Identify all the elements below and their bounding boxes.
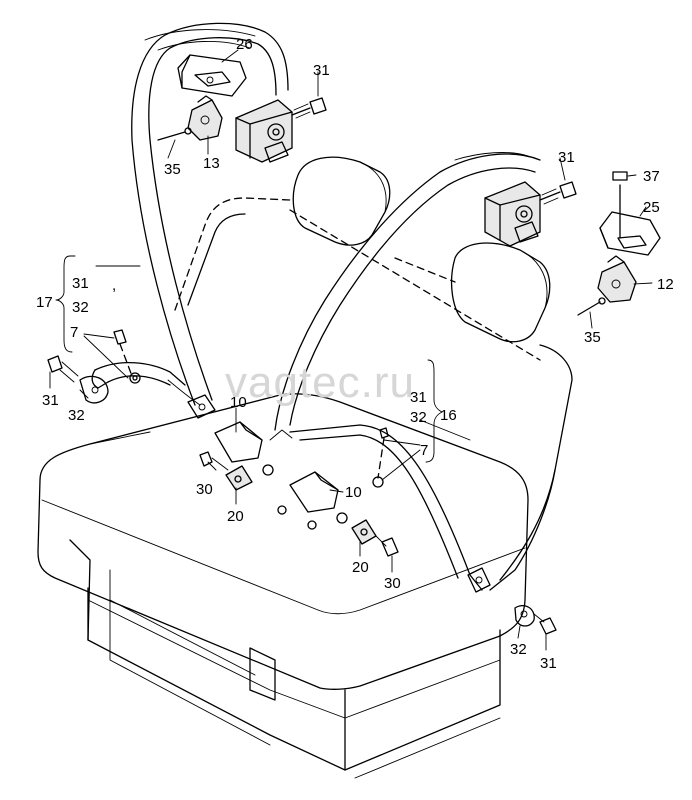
- callout-32-bracket-left: 32: [72, 299, 89, 316]
- left-headrest: [292, 156, 391, 246]
- left-guide-7: [113, 329, 133, 377]
- left-outboard-bracket: [47, 355, 109, 404]
- brace-right-16: [425, 359, 443, 463]
- callout-32-bracket-right: 32: [410, 409, 427, 426]
- seat-cushion: [37, 393, 529, 690]
- callout-17: 17: [36, 294, 53, 311]
- callout-31-top: 31: [313, 62, 330, 79]
- pin-35-left: [157, 127, 192, 141]
- callout-32-bottom: 32: [510, 641, 527, 658]
- callout-7-right: 7: [420, 442, 428, 459]
- left-seat-belt-webbing: [131, 22, 289, 406]
- right-retractor: [484, 181, 541, 247]
- callout-16: 16: [440, 407, 457, 424]
- right-height-adjuster: [597, 255, 637, 303]
- left-buckle: [199, 421, 287, 515]
- callout-26: 26: [236, 36, 253, 53]
- leader-lines: [49, 49, 653, 651]
- bolt-31-mid-right: [539, 181, 577, 205]
- callout-31-bracket-right: 31: [410, 389, 427, 406]
- callout-10-right: 10: [345, 484, 362, 501]
- seat-backrest: [174, 197, 573, 591]
- right-seat-belt-webbing: [269, 152, 541, 591]
- callout-12: 12: [657, 276, 674, 293]
- right-guide-7: [372, 427, 389, 488]
- callout-30-left: 30: [196, 481, 213, 498]
- right-lower-anchor: [467, 567, 557, 635]
- right-headrest: [450, 242, 551, 343]
- left-lower-anchor: [91, 361, 216, 419]
- right-buckle: [289, 471, 399, 557]
- seat-base-frame: [69, 539, 501, 779]
- callout-comma: ,: [112, 277, 116, 294]
- left-height-adjuster: [187, 95, 223, 141]
- bolt-31-top: [291, 97, 327, 119]
- callout-31-mid-right: 31: [558, 149, 575, 166]
- watermark: vagtec.ru: [225, 358, 415, 407]
- left-anchor-cover: [177, 54, 247, 97]
- pin-35-right: [577, 297, 606, 316]
- callout-20-left: 20: [227, 508, 244, 525]
- callout-10-left: 10: [230, 394, 247, 411]
- callout-7-left: 7: [70, 324, 78, 341]
- callout-31-bottom: 31: [540, 655, 557, 672]
- callout-20-right: 20: [352, 559, 369, 576]
- callout-31-left: 31: [42, 392, 59, 409]
- callout-30-right: 30: [384, 575, 401, 592]
- callout-35-left: 35: [164, 161, 181, 178]
- callout-32-left: 32: [68, 407, 85, 424]
- callout-37: 37: [643, 168, 660, 185]
- left-retractor: [235, 99, 293, 163]
- callout-25: 25: [643, 199, 660, 216]
- brace-left-17: [55, 255, 141, 353]
- right-anchor-cover: [599, 171, 661, 256]
- callout-35-right: 35: [584, 329, 601, 346]
- callout-13: 13: [203, 155, 220, 172]
- callout-31-bracket-left: 31: [72, 275, 89, 292]
